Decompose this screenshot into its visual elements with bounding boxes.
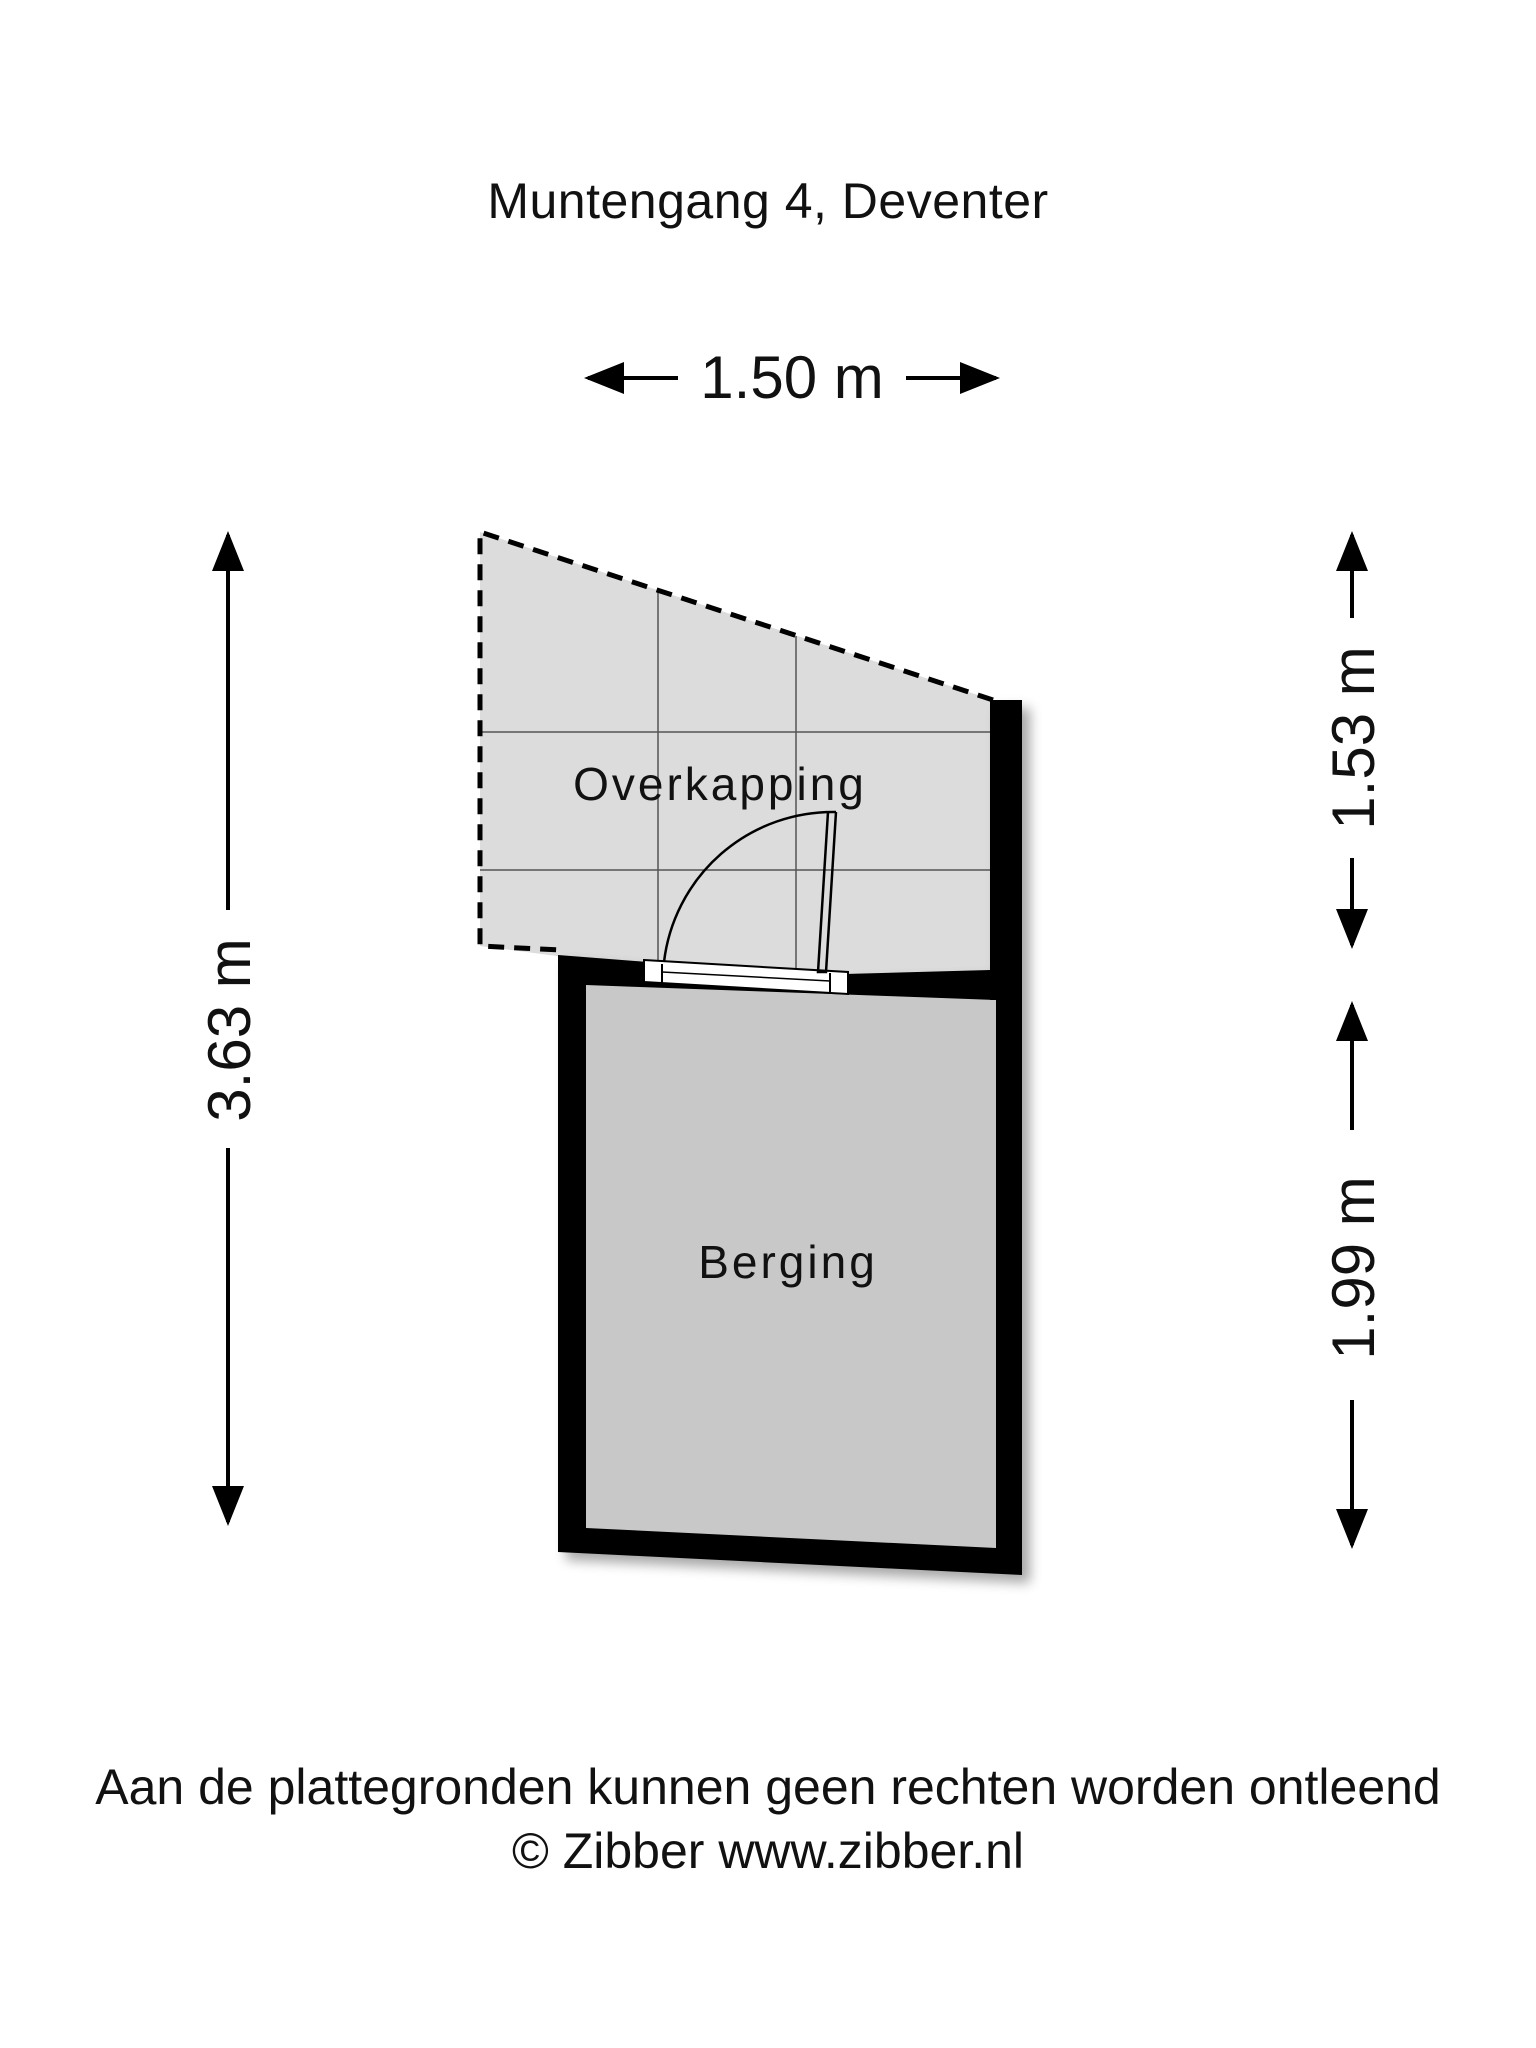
dimension-height-total: 3.63 m xyxy=(196,531,263,1526)
room-berging xyxy=(558,700,1022,1575)
door-leaf xyxy=(816,811,838,974)
wall-right-upper xyxy=(990,700,1022,1000)
copyright-text: © Zibber www.zibber.nl xyxy=(511,1823,1025,1879)
overkapping-floor xyxy=(480,532,993,988)
dimension-height-berging: 1.99 m xyxy=(1320,1001,1387,1549)
page-title: Muntengang 4, Deventer xyxy=(487,173,1049,229)
door-swing-arc xyxy=(662,810,837,963)
dimension-height-overkapping: 1.53 m xyxy=(1320,531,1387,949)
door-line xyxy=(661,971,831,982)
dim-label-height-overkapping: 1.53 m xyxy=(1320,646,1387,829)
dim-label-height-berging: 1.99 m xyxy=(1320,1176,1387,1359)
room-overkapping: Overkapping xyxy=(477,528,994,988)
dimension-width: 1.50 m xyxy=(584,344,1000,411)
label-overkapping: Overkapping xyxy=(573,758,867,810)
disclaimer-text: Aan de plattegronden kunnen geen rechten… xyxy=(95,1759,1441,1815)
door xyxy=(643,810,849,996)
label-berging: Berging xyxy=(698,1236,878,1288)
berging-floor xyxy=(586,985,996,1548)
dim-label-height-total: 3.63 m xyxy=(196,938,263,1121)
dim-label-width: 1.50 m xyxy=(700,344,883,411)
overkapping-outline xyxy=(477,528,994,953)
